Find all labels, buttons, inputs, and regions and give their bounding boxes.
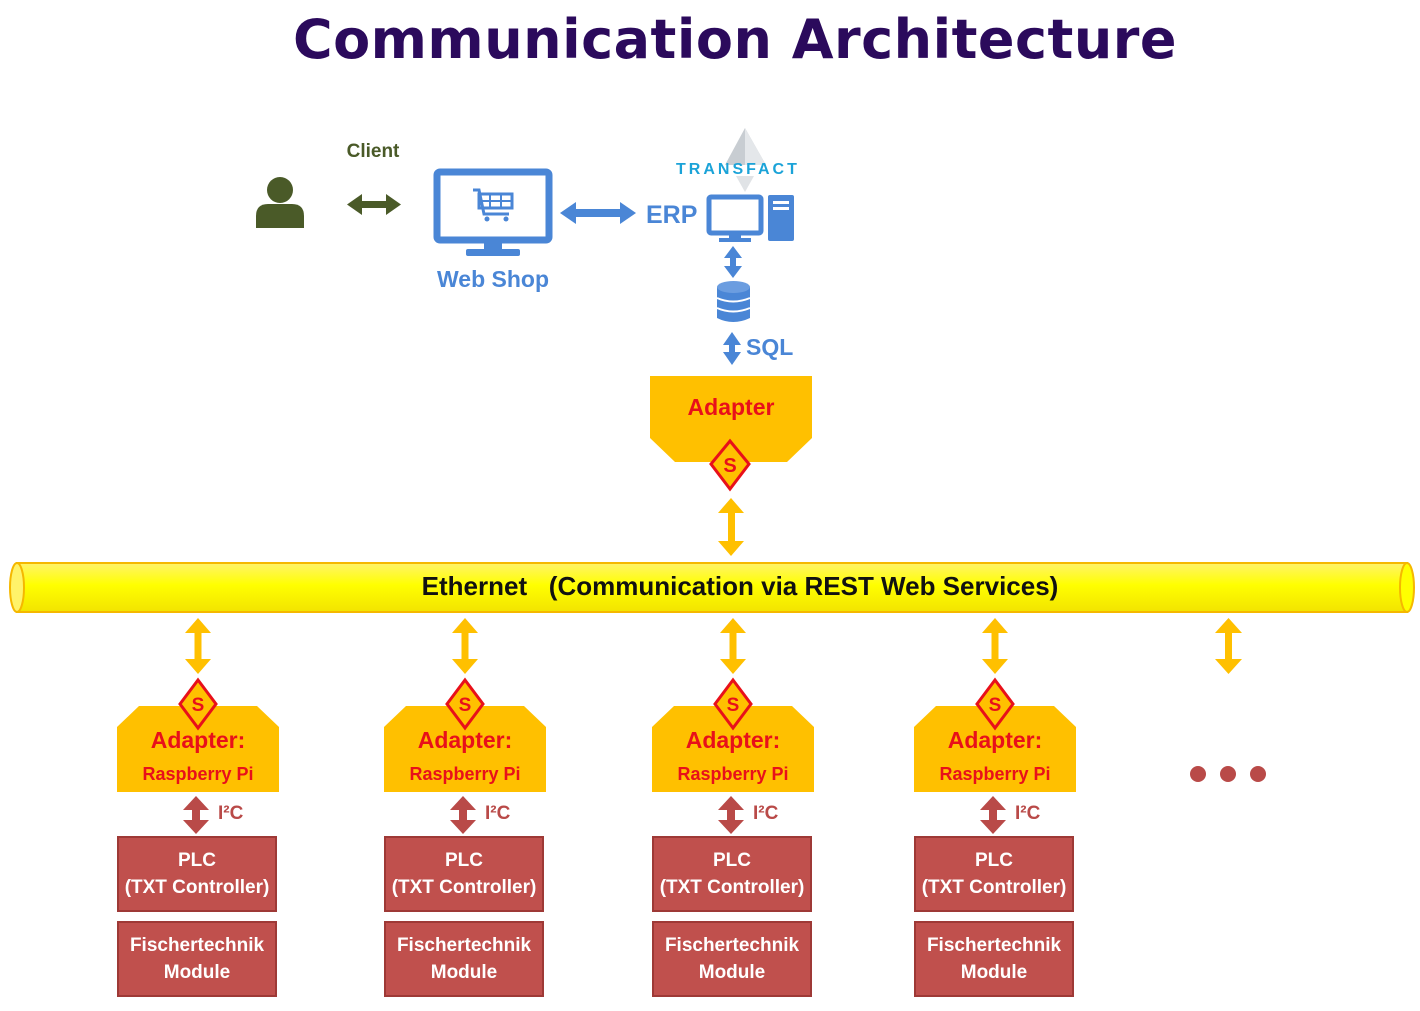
diamond-s-icon: S xyxy=(445,677,485,731)
ethernet-node-arrow-icon xyxy=(720,618,746,674)
plc-box: PLC (TXT Controller) xyxy=(652,836,812,912)
client-label: Client xyxy=(346,141,400,162)
ethernet-bus xyxy=(9,562,1415,613)
module-line1: Fischertechnik xyxy=(664,935,800,956)
page-title: Communication Architecture xyxy=(292,8,1178,71)
node-adapter-subtitle: Raspberry Pi xyxy=(677,764,789,784)
i2c-arrow-icon xyxy=(183,796,209,834)
node-adapter-title: Adapter: xyxy=(947,727,1043,753)
plc-line2: (TXT Controller) xyxy=(124,877,270,898)
module-line1: Fischertechnik xyxy=(129,935,265,956)
svg-text:S: S xyxy=(192,695,205,716)
module-line1: Fischertechnik xyxy=(926,935,1062,956)
svg-text:S: S xyxy=(459,695,472,716)
svg-text:S: S xyxy=(727,695,740,716)
plc-box: PLC (TXT Controller) xyxy=(914,836,1074,912)
ethernet-more-arrow-icon xyxy=(1215,618,1242,674)
i2c-arrow-icon xyxy=(980,796,1006,834)
top-adapter-label: Adapter xyxy=(687,394,775,420)
sql-arrow-icon xyxy=(723,332,741,365)
ethernet-node-arrow-icon xyxy=(452,618,478,674)
plc-line1: PLC xyxy=(445,850,483,871)
monitor-cart-icon xyxy=(433,168,553,256)
ellipsis-icon xyxy=(1190,766,1280,787)
sql-label: SQL xyxy=(746,334,794,360)
erp-label: ERP xyxy=(646,201,698,229)
node-adapter-subtitle: Raspberry Pi xyxy=(142,764,254,784)
plc-line1: PLC xyxy=(975,850,1013,871)
plc-box: PLC (TXT Controller) xyxy=(384,836,544,912)
diamond-s-icon: S xyxy=(709,438,751,492)
plc-line2: (TXT Controller) xyxy=(659,877,805,898)
transfact-logo xyxy=(725,128,766,192)
i2c-label: I²C xyxy=(485,803,511,824)
node-adapter-title: Adapter: xyxy=(417,727,513,753)
node-adapter-shape xyxy=(652,706,814,792)
node-adapter-subtitle: Raspberry Pi xyxy=(939,764,1051,784)
i2c-arrow-icon xyxy=(450,796,476,834)
module-line1: Fischertechnik xyxy=(396,935,532,956)
plc-line1: PLC xyxy=(178,850,216,871)
database-icon xyxy=(716,281,751,322)
i2c-arrow-icon xyxy=(718,796,744,834)
webshop-erp-arrow-icon xyxy=(560,202,636,224)
module-line2: Module xyxy=(698,962,766,983)
i2c-label: I²C xyxy=(1015,803,1041,824)
ethernet-node-arrow-icon xyxy=(185,618,211,674)
desktop-computer-icon xyxy=(706,194,794,242)
module-line2: Module xyxy=(163,962,231,983)
diamond-s-icon: S xyxy=(713,677,753,731)
erp-db-arrow-icon xyxy=(724,246,742,278)
ethernet-label: Ethernet (Communication via REST Web Ser… xyxy=(421,571,1059,601)
diamond-s-icon: S xyxy=(975,677,1015,731)
client-webshop-arrow-icon xyxy=(347,194,401,215)
ethernet-node-arrow-icon xyxy=(982,618,1008,674)
top-adapter-shape xyxy=(650,376,812,462)
webshop-label: Web Shop xyxy=(436,266,549,292)
diamond-s-icon: S xyxy=(178,677,218,731)
plc-line2: (TXT Controller) xyxy=(391,877,537,898)
svg-text:S: S xyxy=(989,695,1002,716)
module-line2: Module xyxy=(430,962,498,983)
i2c-label: I²C xyxy=(218,803,244,824)
plc-line1: PLC xyxy=(713,850,751,871)
node-adapter-title: Adapter: xyxy=(685,727,781,753)
node-adapter-shape xyxy=(914,706,1076,792)
module-line2: Module xyxy=(960,962,1028,983)
adapter-ethernet-arrow-icon xyxy=(718,498,744,556)
svg-text:S: S xyxy=(723,455,736,477)
plc-box: PLC (TXT Controller) xyxy=(117,836,277,912)
node-adapter-shape xyxy=(117,706,279,792)
person-icon xyxy=(256,177,304,228)
plc-line2: (TXT Controller) xyxy=(921,877,1067,898)
node-adapter-shape xyxy=(384,706,546,792)
node-adapter-subtitle: Raspberry Pi xyxy=(409,764,521,784)
i2c-label: I²C xyxy=(753,803,779,824)
transfact-logo-text: TRANSFACT xyxy=(676,161,800,178)
node-adapter-title: Adapter: xyxy=(150,727,246,753)
